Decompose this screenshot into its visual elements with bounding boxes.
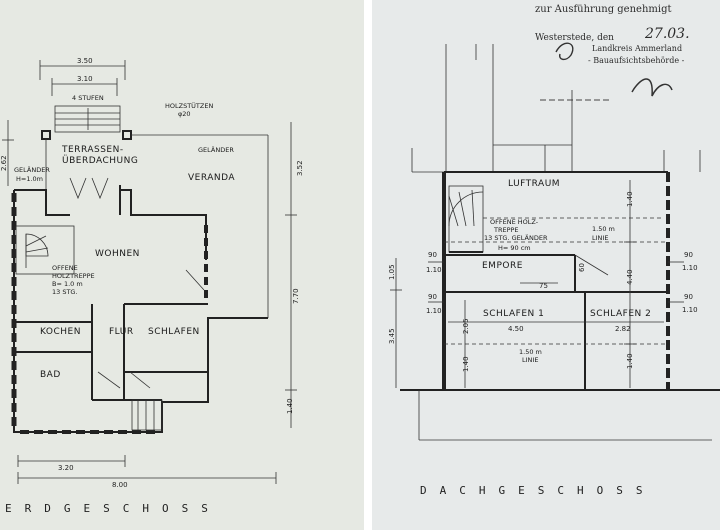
room-luftraum: LUFTRAUM [508,179,560,189]
room-bad: BAD [40,370,61,380]
erdgeschoss-title: ERDGESCHOSS [5,502,221,515]
stamp-date: 27.03. [644,26,690,42]
dg-note-treppe-3: 13 STG. GELÄNDER [484,233,548,242]
note-4-stufen: 4 STUFEN [72,94,104,102]
stamp-place: Westerstede, den [535,33,614,43]
dg-w-90-b: 90 [428,293,437,301]
erdgeschoss-sheet [0,0,364,530]
note-treppe-3: B= 1.0 m [52,280,83,288]
note-holzstuetzen: HOLZSTÜTZEN [165,101,213,110]
dim-3-52: 3.52 [296,160,304,176]
dg-dim-3-45: 3.45 [388,328,396,344]
note-treppe-2: HOLZTREPPE [52,272,95,280]
linie-bot-1: 1.50 m [519,348,542,356]
dim-7-70: 7.70 [292,288,300,304]
dg-dim-1-40-left: 1.40 [462,356,470,372]
dg-dim-4-50: 4.50 [508,325,524,333]
dim-3-50: 3.50 [77,57,93,65]
signature-initial [555,42,574,61]
room-empore: EMPORE [482,261,523,271]
note-treppe-1: OFFENE [52,264,78,272]
dg-w-110-c: 1.10 [682,264,698,272]
dachgeschoss-title: DACHGESCHOSS [420,484,655,497]
note-holzstuetzen-size: φ20 [178,110,191,118]
room-schlafen-2: SCHLAFEN 2 [590,309,651,319]
dim-3-20: 3.20 [58,464,74,472]
dg-dim-1-40-top: 1.40 [626,191,634,207]
dachgeschoss-sheet [372,0,720,530]
dg-w-90-a: 90 [428,251,437,259]
dg-w-110-b: 1.10 [426,307,442,315]
dg-w-90-c: 90 [684,251,693,259]
dg-dim-75: 75 [539,282,548,290]
room-kochen: KOCHEN [40,327,81,337]
dg-note-treppe-2: TREPPE [493,226,519,234]
room-terrasse-2: ÜBERDACHUNG [62,155,138,166]
dg-note-treppe-4: H= 90 cm [498,244,531,252]
signature [631,78,673,97]
note-gelaender-left-h: H=1.0m [16,175,43,183]
room-schlafen-1: SCHLAFEN 1 [483,309,544,319]
dg-dim-60: 60 [578,263,586,272]
stamp-authority-2: - Bauaufsichtsbehörde - [588,56,685,65]
dim-3-10: 3.10 [77,75,93,83]
dg-dim-2-05: 2.05 [462,318,470,334]
dg-w-110-a: 1.10 [426,266,442,274]
erdgeschoss-plan [2,60,297,484]
approval-stamp: zur Ausführung genehmigt Westerstede, de… [535,4,690,101]
dg-note-treppe-1: OFFENE HOLZ- [490,218,539,226]
note-treppe-4: 13 STG. [52,288,78,296]
linie-top-2: LINIE [592,234,608,242]
dachgeschoss-plan [390,44,720,441]
dg-w-90-d: 90 [684,293,693,301]
sheet-gap [364,0,372,530]
dim-8-00: 8.00 [112,481,128,489]
room-schlafen: SCHLAFEN [148,327,200,337]
note-gelaender-left: GELÄNDER [14,165,50,174]
room-wohnen: WOHNEN [95,249,140,259]
dg-dim-4-40: 4.40 [626,269,634,285]
stamp-line-1: zur Ausführung genehmigt [535,4,672,15]
room-veranda: VERANDA [188,173,235,183]
dim-2-62: 2.62 [0,155,8,171]
stamp-authority-1: Landkreis Ammerland [592,44,682,53]
linie-bot-2: LINIE [522,356,538,364]
dg-w-110-d: 1.10 [682,306,698,314]
room-flur: FLUR [109,327,134,337]
dg-dim-1-40-bottom: 1.40 [626,353,634,369]
dim-1-40: 1.40 [286,398,294,414]
dg-dim-2-82: 2.82 [615,325,631,333]
note-gelaender-right: GELÄNDER [198,145,234,154]
linie-top-1: 1.50 m [592,225,615,233]
dg-dim-1-05: 1.05 [388,264,396,280]
room-terrasse: TERRASSEN- [61,145,124,155]
